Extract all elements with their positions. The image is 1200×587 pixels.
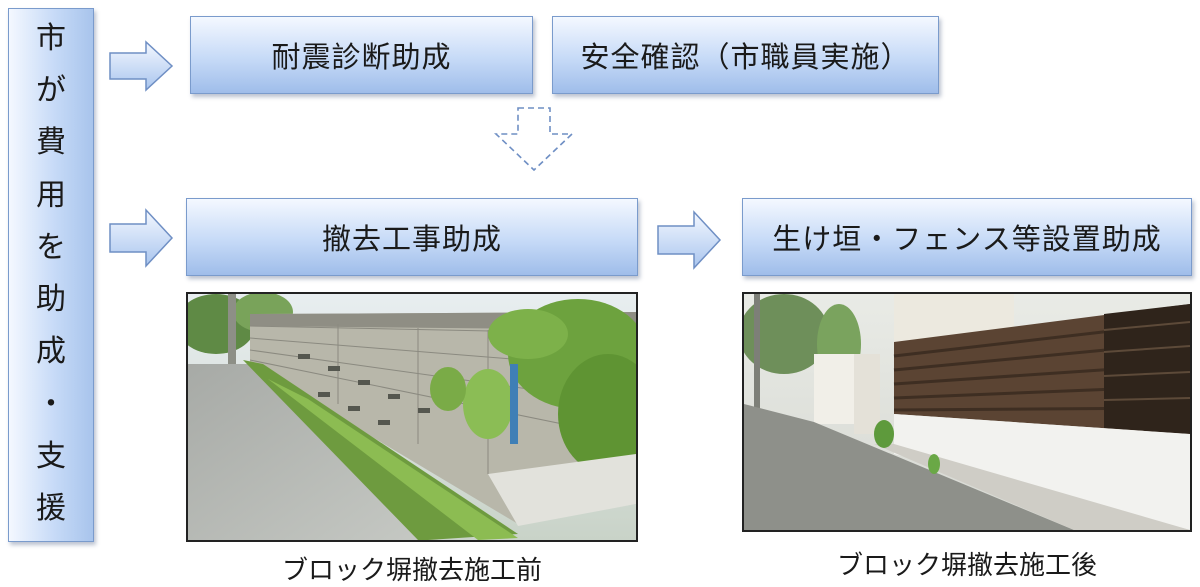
right-arrow-icon: [109, 208, 174, 268]
vertical-char: 支: [36, 438, 66, 474]
safety-check-label: 安全確認（市職員実施）: [580, 40, 911, 74]
vertical-char: 成: [36, 334, 66, 370]
vertical-char: 助: [36, 282, 66, 318]
left-vertical-label: 市 が 費 用 を 助 成 ・ 支 援: [8, 8, 94, 542]
vertical-char: 援: [36, 490, 66, 526]
vertical-char: を: [36, 229, 66, 265]
right-arrow-icon: [657, 210, 722, 270]
vertical-char: ・: [36, 386, 66, 422]
before-removal-photo: [186, 292, 638, 542]
vertical-char: が: [36, 73, 66, 109]
after-removal-photo: [742, 292, 1192, 532]
seismic-diagnosis-subsidy-box: 耐震診断助成: [190, 16, 533, 94]
right-arrow-icon: [109, 40, 174, 92]
vertical-char: 市: [36, 21, 66, 56]
hedge-fence-subsidy-label: 生け垣・フェンス等設置助成: [772, 222, 1162, 256]
before-photo-caption: ブロック塀撤去施工前: [281, 556, 542, 586]
seismic-diagnosis-subsidy-label: 耐震診断助成: [271, 40, 452, 74]
safety-check-box: 安全確認（市職員実施）: [552, 16, 939, 94]
vertical-char: 用: [36, 177, 66, 213]
hedge-fence-subsidy-box: 生け垣・フェンス等設置助成: [742, 198, 1192, 276]
removal-work-subsidy-box: 撤去工事助成: [186, 198, 638, 276]
down-arrow-dashed-icon: [493, 107, 575, 172]
after-photo-caption: ブロック塀撤去施工後: [836, 551, 1097, 581]
vertical-char: 費: [36, 125, 66, 161]
removal-work-subsidy-label: 撤去工事助成: [321, 222, 502, 256]
